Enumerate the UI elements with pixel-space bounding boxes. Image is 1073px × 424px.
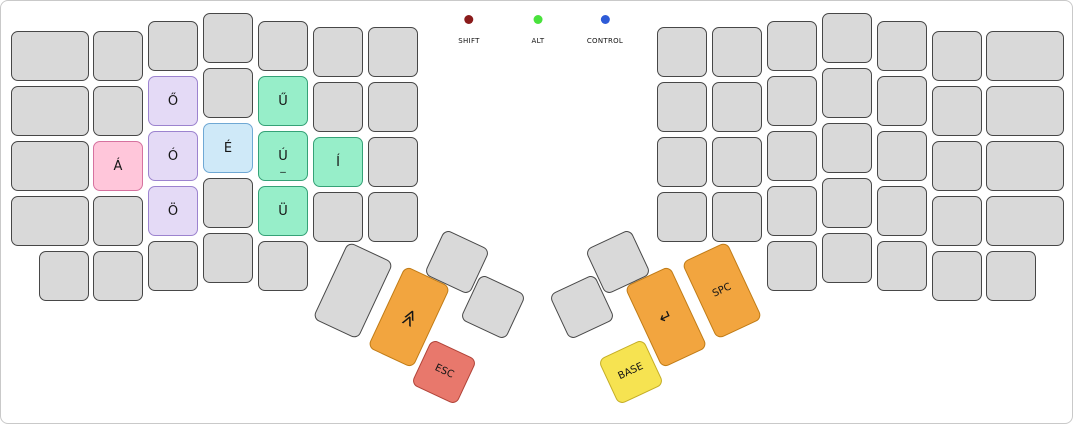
key-label: ≪ [396,304,423,330]
key-label: Á [113,158,123,174]
key-blank [368,137,418,187]
alt-legend-label: ALT [531,37,545,45]
key-label: Í [336,154,340,170]
key-blank [877,21,927,71]
key-shifted-label: _ [280,160,286,173]
key-u-umlaut: Ü [258,186,308,236]
key-blank [11,86,89,136]
key-blank [11,196,89,246]
key-blank [148,21,198,71]
key-label: Ó [167,148,179,164]
key-blank [712,137,762,187]
key-blank [93,31,143,81]
key-label: ESC [432,362,456,381]
key-blank [313,82,363,132]
alt-color-dot [533,15,543,24]
key-blank [986,196,1064,246]
key-blank [39,251,89,301]
key-blank [203,68,253,118]
key-label: Ű [278,93,288,109]
key-blank [93,251,143,301]
shift-color-dot [464,15,474,24]
key-label: SPC [710,280,733,300]
key-label: Ő [167,93,179,109]
key-blank [93,86,143,136]
key-blank [148,241,198,291]
key-blank [986,86,1064,136]
key-label: BASE [616,360,646,383]
key-blank [313,192,363,242]
key-blank [986,251,1036,301]
key-blank [657,192,707,242]
key-blank [368,82,418,132]
key-blank [822,13,872,63]
key-blank [767,186,817,236]
key-o-umlaut: Ö [148,186,198,236]
legend-item-control: CONTROL [587,15,623,45]
key-blank [877,131,927,181]
key-blank [657,82,707,132]
legend-item-shift: SHIFT [458,15,479,45]
key-blank [203,13,253,63]
key-u-acute: Ú_ [258,131,308,181]
key-blank [712,27,762,77]
key-blank [11,141,89,191]
key-blank [258,21,308,71]
key-blank [932,196,982,246]
key-blank [313,27,363,77]
key-label: Ü [278,203,288,219]
key-label: Ú [278,148,288,164]
key-label: É [223,140,233,156]
key-blank [932,251,982,301]
key-blank [932,141,982,191]
key-blank [877,241,927,291]
key-blank [986,31,1064,81]
key-blank [822,68,872,118]
key-blank [203,233,253,283]
key-blank [932,86,982,136]
key-blank [767,76,817,126]
key-a-acute: Á [93,141,143,191]
key-blank [368,27,418,77]
key-blank [657,27,707,77]
key-i-acute: Í [313,137,363,187]
legend-item-alt: ALT [532,15,545,45]
key-label: ↵ [655,305,676,328]
key-u-double-acute: Ű [258,76,308,126]
control-legend-label: CONTROL [586,37,624,45]
key-blank [712,82,762,132]
key-o-double-acute: Ő [148,76,198,126]
key-blank [368,192,418,242]
key-blank [932,31,982,81]
control-color-dot [600,15,610,24]
key-blank [258,241,308,291]
key-e-acute: É [203,123,253,173]
key-blank [877,76,927,126]
key-label: Ö [167,203,179,219]
key-blank [822,123,872,173]
key-o-acute: Ó [148,131,198,181]
key-blank [93,196,143,246]
key-blank [822,178,872,228]
key-blank [712,192,762,242]
key-blank [203,178,253,228]
key-blank [767,241,817,291]
key-blank [986,141,1064,191]
key-blank [877,186,927,236]
shift-legend-label: SHIFT [458,37,480,45]
key-blank [11,31,89,81]
key-blank [767,21,817,71]
key-blank [822,233,872,283]
key-blank [767,131,817,181]
key-blank [657,137,707,187]
